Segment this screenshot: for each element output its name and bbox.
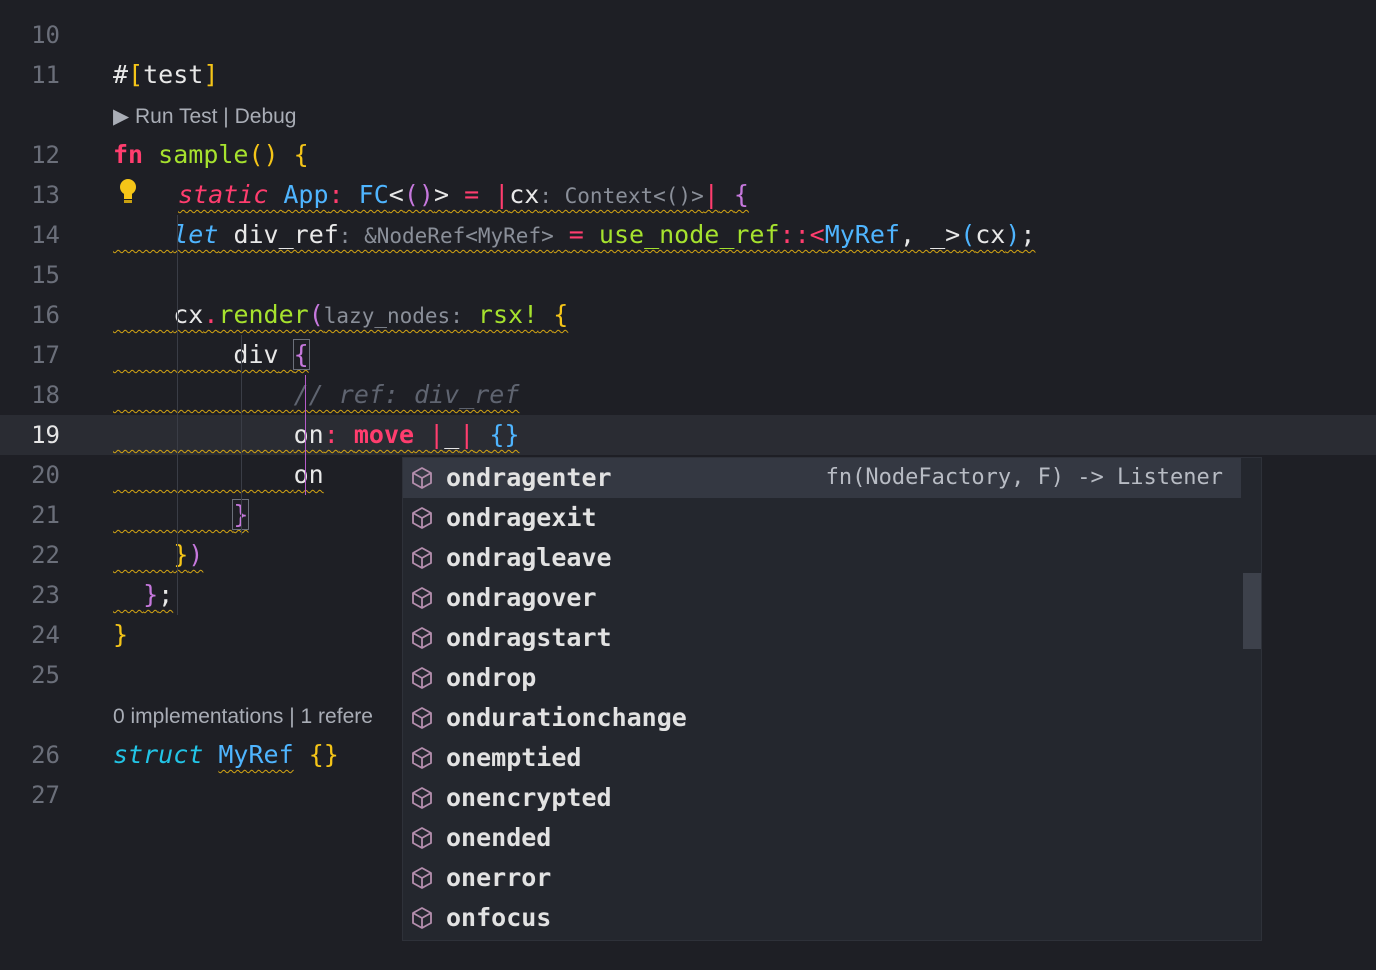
completion-item[interactable]: ondurationchange [403,698,1241,738]
code-line-26[interactable]: 26 struct MyRef {} [0,735,1376,775]
cube-icon [412,787,432,809]
completion-label: onfocus [446,903,552,932]
completion-item[interactable]: onemptied [403,738,1241,778]
cube-icon [412,467,432,489]
code-line-27[interactable]: 27 [0,775,1376,815]
completion-detail: fn(NodeFactory, F) -> Listener [825,465,1223,490]
line-number: 19 [31,421,60,449]
line-number: 10 [31,21,60,49]
cube-icon [412,907,432,929]
line-content: }) [173,540,204,569]
cube-icon [412,667,432,689]
code-line-13[interactable]: 13 static App: FC<()> = |cx: Context<()>… [0,175,1376,215]
code-line-16[interactable]: 16 cx.render(lazy_nodes: rsx! { [0,295,1376,335]
completion-label: ondragstart [446,623,612,652]
completion-label: ondragleave [446,543,612,572]
completion-label: ondragenter [446,463,612,492]
indent-guide [241,335,242,535]
cube-icon [412,587,432,609]
completion-label: onencrypted [446,783,612,812]
line-number: 14 [31,221,60,249]
cube-icon [412,707,432,729]
codelens-references[interactable]: 0 implementations | 1 refere [113,705,373,728]
line-number: 23 [31,581,60,609]
cube-icon [412,627,432,649]
line-content: div { [233,339,310,370]
completion-item[interactable]: ondragenter fn(NodeFactory, F) -> Listen… [403,458,1241,498]
completion-item[interactable]: ondrop [403,658,1241,698]
code-line-19[interactable]: 19 on: move |_| {} [0,415,1376,455]
completion-label: ondragexit [446,503,597,532]
code-line-24[interactable]: 24 } [0,615,1376,655]
line-number: 21 [31,501,60,529]
line-number: 12 [31,141,60,169]
cube-icon [412,547,432,569]
line-content: } [113,620,129,649]
completion-item[interactable]: onencrypted [403,778,1241,818]
cube-icon [412,867,432,889]
cube-icon [412,747,432,769]
line-number: 18 [31,381,60,409]
completion-item[interactable]: onfocus [403,898,1241,938]
codelens-run-test[interactable]: ▶ Run Test | Debug [113,105,297,128]
code-line-23[interactable]: 23 }; [0,575,1376,615]
line-content: let div_ref: &NodeRef<MyRef> = use_node_… [173,220,1036,249]
completion-label: onerror [446,863,552,892]
line-number: 15 [31,261,60,289]
lightbulb-icon[interactable] [118,178,138,206]
code-line-22[interactable]: 22 }) [0,535,1376,575]
line-content: fn sample() { [113,140,309,169]
completion-item[interactable]: ondragleave [403,538,1241,578]
completion-label: ondragover [446,583,597,612]
completion-item[interactable]: ondragstart [403,618,1241,658]
line-number: 13 [31,181,60,209]
line-number: 11 [31,61,60,89]
completion-label: onemptied [446,743,582,772]
line-content: }; [143,580,174,609]
line-number: 16 [31,301,60,329]
line-number: 25 [31,661,60,689]
line-content: // ref: div_ref [293,380,520,409]
indent-guide-active [305,375,306,495]
cube-icon [412,507,432,529]
cube-icon [412,827,432,849]
code-line-18[interactable]: 18 // ref: div_ref [0,375,1376,415]
code-line-25[interactable]: 25 [0,655,1376,695]
completion-item[interactable]: ondragover [403,578,1241,618]
line-content: on [293,460,324,489]
line-content: static App: FC<()> = |cx: Context<()>| { [178,180,749,209]
line-number: 26 [31,741,60,769]
completion-popup[interactable]: ondragenter fn(NodeFactory, F) -> Listen… [402,457,1262,941]
code-line-21[interactable]: 21 } [0,495,1376,535]
completion-item[interactable]: ondragexit [403,498,1241,538]
completion-item[interactable]: onerror [403,858,1241,898]
code-line-14[interactable]: 14 let div_ref: &NodeRef<MyRef> = use_no… [0,215,1376,255]
line-number: 24 [31,621,60,649]
line-content: on: move |_| {} [293,420,520,449]
completion-label: onended [446,823,552,852]
indent-guide [177,215,178,615]
line-number: 22 [31,541,60,569]
completion-scrollbar[interactable] [1243,573,1261,649]
code-line-10[interactable]: 10 [0,15,1376,55]
line-content: cx.render(lazy_nodes: rsx! { [173,300,569,329]
line-content: struct MyRef {} [113,740,339,769]
code-line-9-partial[interactable] [0,0,1376,16]
line-number: 20 [31,461,60,489]
code-line-17[interactable]: 17 div { [0,335,1376,375]
completion-label: ondurationchange [446,703,687,732]
code-line-15[interactable]: 15 [0,255,1376,295]
code-line-11[interactable]: 11 #[test] [0,55,1376,95]
line-number: 17 [31,341,60,369]
code-line-12[interactable]: 12 fn sample() { [0,135,1376,175]
line-number: 27 [31,781,60,809]
line-content: #[test] [113,60,219,89]
line-content: } [113,495,250,535]
code-line-20[interactable]: 20 on [0,455,1376,495]
completion-label: ondrop [446,663,537,692]
completion-item[interactable]: onended [403,818,1241,858]
